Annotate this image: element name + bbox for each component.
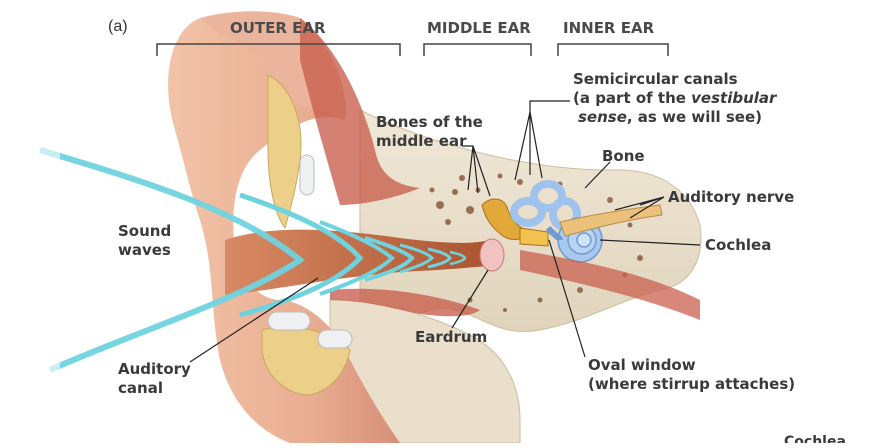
label-bones-middle-ear: Bones of the middle ear — [376, 113, 483, 151]
bracket-middle-ear — [423, 43, 532, 56]
label-sound-waves: Sound waves — [118, 222, 171, 260]
label-semicircular-line1: Semicircular canals — [573, 70, 738, 88]
eardrum-membrane — [479, 238, 505, 272]
tissue-lower — [330, 288, 480, 317]
wave-fade — [0, 120, 60, 400]
header-middle-ear: MIDDLE EAR — [427, 19, 531, 37]
label-semicircular-canals: Semicircular canals (a part of the vesti… — [573, 70, 776, 127]
header-inner-ear: INNER EAR — [563, 19, 655, 37]
label-bones-line1: Bones of the — [376, 113, 483, 131]
nodule — [299, 154, 315, 196]
leader-nerve — [614, 196, 665, 219]
label-eardrum: Eardrum — [415, 328, 488, 346]
pinna — [168, 18, 400, 443]
leader-oval — [548, 239, 586, 358]
sound-waves — [39, 147, 467, 373]
leader-cochlea — [599, 239, 701, 246]
label-oval-window: Oval window (where stirrup attaches) — [588, 356, 795, 394]
label-cochlea: Cochlea — [705, 236, 772, 254]
bracket-outer-ear — [156, 43, 401, 56]
bracket-inner-ear — [557, 43, 669, 56]
label-canal-line2: canal — [118, 379, 163, 397]
leader-bones — [462, 145, 491, 197]
bone-pores — [429, 173, 643, 312]
label-canal-line1: Auditory — [118, 360, 191, 378]
label-semicircular-line2: (a part of the vestibular — [573, 89, 777, 107]
label-bone: Bone — [602, 147, 645, 165]
cartilage-upper — [267, 74, 302, 230]
auditory-canal — [225, 229, 495, 295]
label-oval-line1: Oval window — [588, 356, 696, 374]
tissue-back — [520, 250, 700, 320]
tissue-upper — [300, 18, 420, 205]
nerve-bundle — [559, 204, 663, 237]
label-auditory-nerve: Auditory nerve — [668, 188, 795, 206]
nodule — [267, 311, 311, 331]
label-oval-line2: (where stirrup attaches) — [588, 375, 796, 393]
label-sound-line2: waves — [118, 241, 171, 259]
label-bones-line2: middle ear — [376, 132, 467, 150]
label-sound-line1: Sound — [118, 222, 172, 240]
semicircular-canals — [510, 180, 581, 231]
header-outer-ear: OUTER EAR — [230, 19, 326, 37]
stirrup — [519, 227, 549, 247]
leader-canal — [189, 277, 319, 363]
figure-label: (a) — [108, 18, 128, 35]
label-cut-off: Cochlea — [784, 434, 846, 443]
leader-bone — [584, 161, 611, 189]
nodule — [317, 329, 353, 349]
leader-eardrum — [451, 269, 489, 329]
label-semicircular-line3: sense, as we will see) — [578, 108, 762, 126]
label-auditory-canal: Auditory canal — [118, 360, 191, 398]
leader-semicircular — [514, 100, 570, 181]
leader-lines — [189, 100, 701, 363]
section-brackets — [156, 43, 669, 56]
